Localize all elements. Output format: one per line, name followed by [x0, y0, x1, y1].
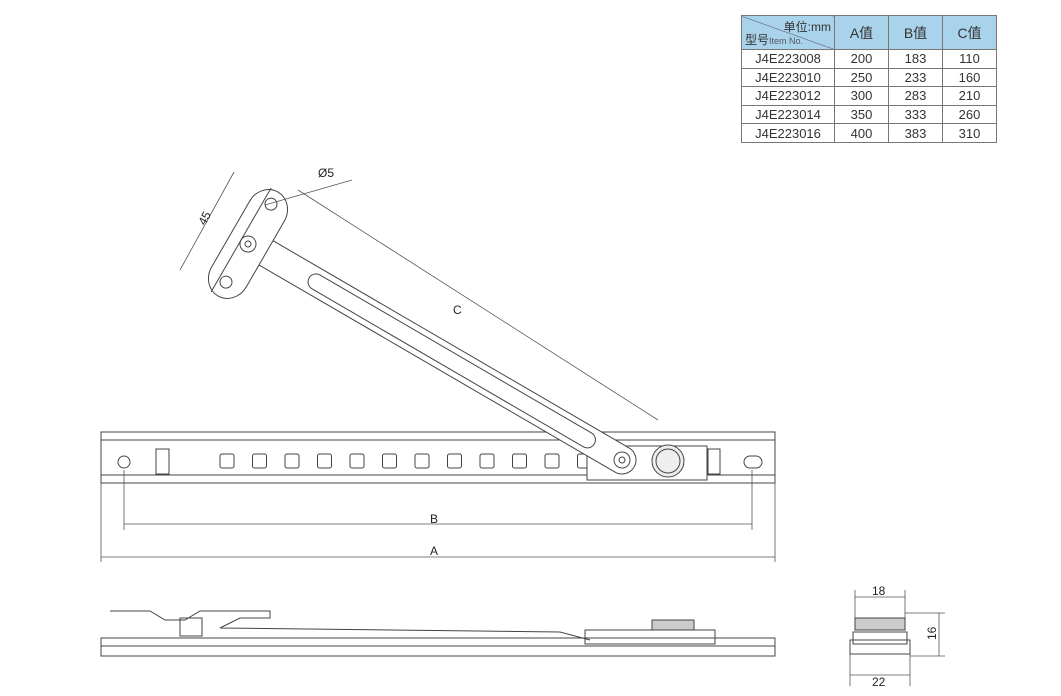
rail-hole: [349, 453, 365, 469]
rail-hole: [219, 453, 235, 469]
end-top-dimension: 18: [872, 584, 886, 598]
end-bottom-dimension: 22: [872, 675, 886, 689]
bracket-dimension: 45: [195, 209, 214, 228]
side-view: [100, 610, 776, 657]
unit-label: 单位:mm: [783, 20, 831, 34]
value-cell: 350: [834, 104, 889, 125]
value-cell: 183: [888, 49, 943, 69]
rail-hole: [544, 453, 560, 469]
hole-dimension: Ø5: [318, 166, 334, 180]
item-no-cell: J4E223008: [741, 49, 835, 69]
header-corner: 单位:mm 型号Item No.: [741, 15, 835, 50]
value-cell: 400: [834, 123, 889, 143]
item-no-cell: J4E223016: [741, 123, 835, 143]
end-height-dimension: 16: [925, 626, 939, 640]
end-view: [849, 590, 945, 686]
value-cell: 383: [888, 123, 943, 143]
item-no-label: Item No.: [769, 36, 804, 46]
rail-hole: [382, 453, 397, 469]
rail-hole: [479, 453, 495, 469]
stay-arm: [242, 230, 637, 475]
rail-hole: [317, 453, 332, 469]
dimension-lines: [100, 171, 776, 562]
header-b: B值: [888, 15, 943, 50]
header-c: C值: [942, 15, 997, 50]
rail-hole: [512, 453, 527, 469]
value-cell: 310: [942, 123, 997, 143]
b-dimension: B: [430, 512, 438, 526]
rail-hole: [284, 453, 300, 469]
value-cell: 210: [942, 86, 997, 106]
rail-hole: [414, 453, 430, 469]
model-label: 型号: [745, 33, 770, 47]
rail-top-view: [100, 431, 776, 484]
value-cell: 233: [888, 67, 943, 88]
c-dimension: C: [453, 303, 462, 317]
rail-hole: [447, 453, 462, 469]
a-dimension: A: [430, 544, 438, 558]
rail-hole: [252, 453, 267, 469]
value-cell: 110: [942, 49, 997, 69]
bracket: [208, 187, 288, 299]
value-cell: 283: [888, 86, 943, 106]
